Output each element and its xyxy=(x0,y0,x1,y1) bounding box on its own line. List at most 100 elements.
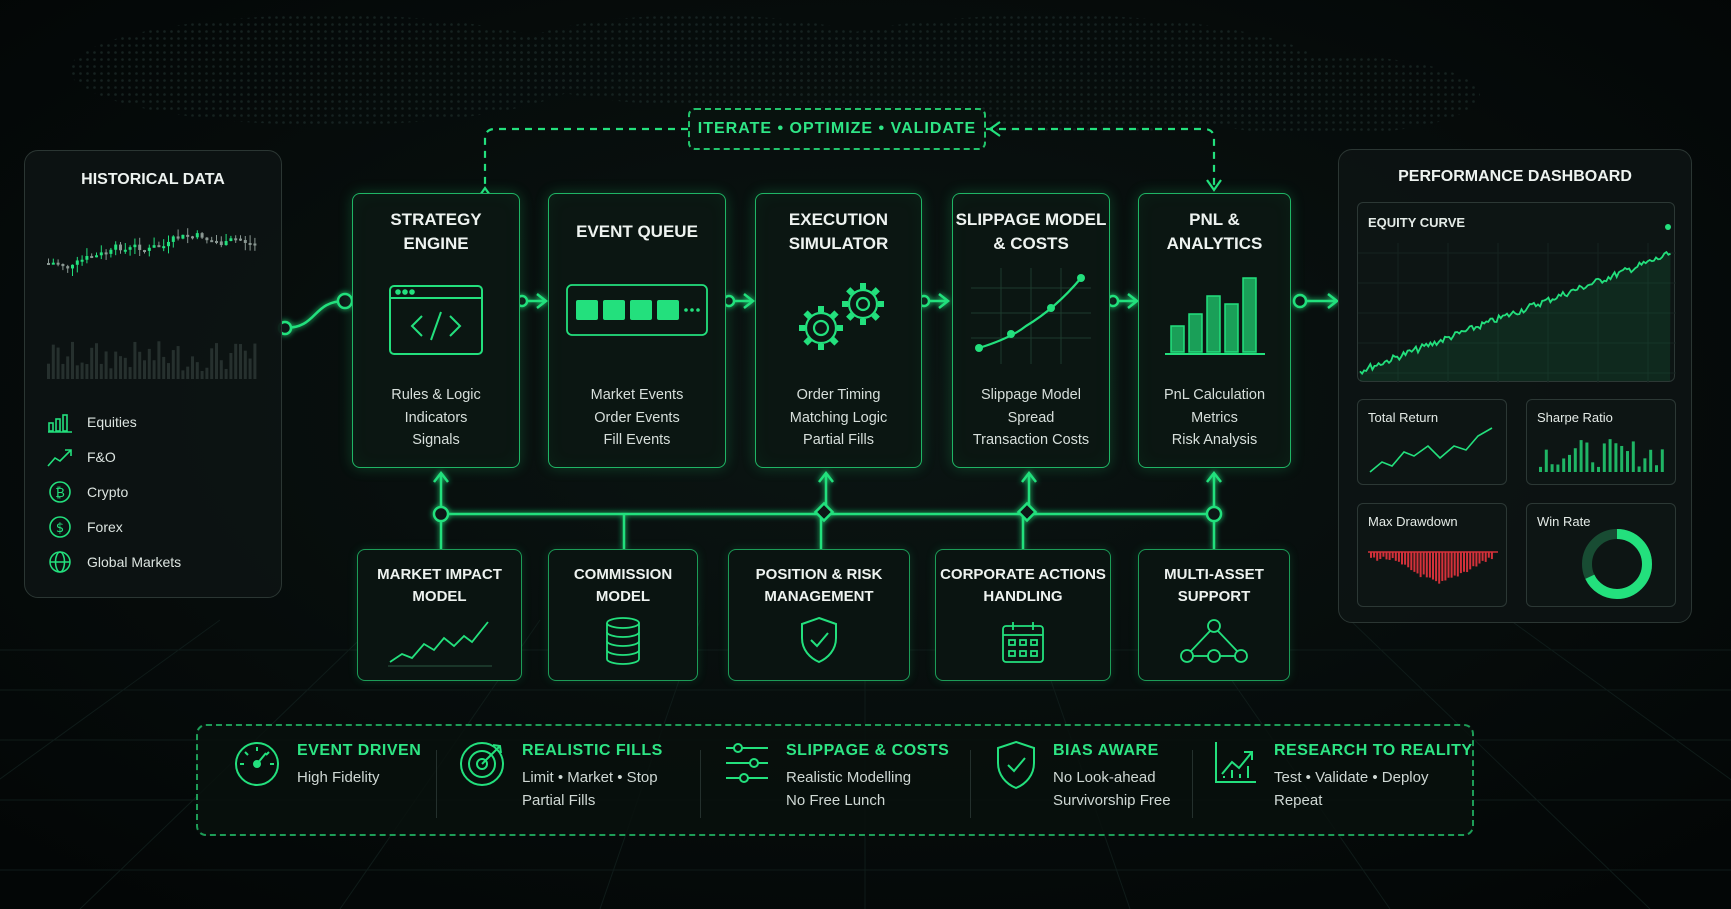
equity-grid xyxy=(1358,243,1676,383)
equity-line xyxy=(1359,250,1671,376)
box-line: Slippage Model xyxy=(981,387,1081,403)
card-label: Sharpe Ratio xyxy=(1537,410,1613,425)
box-title: MULTI-ASSET SUPPORT xyxy=(1164,566,1264,605)
sliders-icon xyxy=(726,743,768,783)
feature-line: Survivorship Free xyxy=(1053,792,1171,809)
code-window-icon xyxy=(389,285,483,355)
feature-title: EVENT DRIVEN xyxy=(297,742,422,759)
feature-line: Test • Validate • Deploy xyxy=(1274,769,1429,786)
feature-research-to-reality: RESEARCH TO REALITY Test • Validate • De… xyxy=(1214,740,1473,812)
box-line: Risk Analysis xyxy=(1171,432,1258,448)
box-title: SLIPPAGE MODEL & COSTS xyxy=(955,210,1107,253)
total-return-card: Total Return xyxy=(1357,399,1507,485)
asset-crypto: ₿ Crypto xyxy=(47,479,128,505)
globe-icon xyxy=(49,551,71,573)
corporate-actions-box: CORPORATE ACTIONS HANDLING xyxy=(935,549,1111,681)
shield-check-icon xyxy=(801,616,837,664)
line-chart-icon xyxy=(387,621,492,667)
feature-title: BIAS AWARE xyxy=(1053,742,1159,759)
equity-curve-chart xyxy=(1358,224,1676,383)
dashboard-title: PERFORMANCE DASHBOARD xyxy=(1398,168,1632,185)
feature-line: Realistic Modelling xyxy=(786,769,912,786)
bitcoin-icon: ₿ xyxy=(49,481,71,503)
box-title: COMMISSION MODEL xyxy=(573,566,673,605)
asset-global: Global Markets xyxy=(47,549,181,575)
sharpe-bars xyxy=(1539,439,1664,472)
curve-chart-icon xyxy=(971,268,1091,364)
box-title: STRATEGY ENGINE xyxy=(390,210,482,253)
svg-text:₿: ₿ xyxy=(55,486,65,501)
asset-label: Equities xyxy=(87,414,137,430)
gears-icon xyxy=(798,283,884,350)
divider xyxy=(700,750,701,818)
bar-chart-icon xyxy=(1164,277,1265,355)
drawdown-bar-group xyxy=(1370,552,1493,584)
performance-dashboard-panel: PERFORMANCE DASHBOARD EQUITY CURVE Total… xyxy=(1338,149,1692,623)
card-label: Total Return xyxy=(1368,410,1439,425)
target-icon xyxy=(460,742,504,786)
queue-icon xyxy=(566,284,708,336)
box-lines: Order Timing Matching Logic Partial Fill… xyxy=(756,384,921,452)
win-rate-card: Win Rate xyxy=(1526,503,1676,607)
box-line: Metrics xyxy=(1191,409,1238,426)
feature-line: High Fidelity xyxy=(297,769,380,786)
box-title: EVENT QUEUE xyxy=(576,222,698,241)
asset-label: F&O xyxy=(87,449,116,465)
box-line: Order Events xyxy=(594,409,680,426)
box-title: POSITION & RISK MANAGEMENT xyxy=(755,566,883,605)
feature-slippage-costs: SLIPPAGE & COSTS Realistic Modelling No … xyxy=(724,740,949,812)
asset-forex: $ Forex xyxy=(47,514,123,540)
historical-data-panel: HISTORICAL DATA Equities F&O ₿ Crypto $ … xyxy=(24,150,282,598)
divider xyxy=(1192,750,1193,818)
iterate-loop-label: ITERATE • OPTIMIZE • VALIDATE xyxy=(688,108,986,150)
feature-title: REALISTIC FILLS xyxy=(522,742,663,759)
feature-title: SLIPPAGE & COSTS xyxy=(786,742,950,759)
feature-line: Limit • Market • Stop xyxy=(522,769,658,786)
calendar-icon xyxy=(1002,622,1044,663)
box-line: Spread xyxy=(1007,409,1055,426)
slippage-model-box: SLIPPAGE MODEL & COSTS Slippage Model Sp… xyxy=(952,193,1110,468)
feature-line: Partial Fills xyxy=(522,792,596,809)
box-lines: Rules & Logic Indicators Signals xyxy=(353,384,519,452)
box-title: CORPORATE ACTIONS HANDLING xyxy=(940,566,1106,605)
box-line: Rules & Logic xyxy=(391,387,481,403)
world-map-dots xyxy=(70,15,1480,135)
box-line: Fill Events xyxy=(603,432,671,448)
network-icon xyxy=(1180,619,1248,663)
box-lines: Market Events Order Events Fill Events xyxy=(549,384,725,452)
box-title: MARKET IMPACT MODEL xyxy=(377,566,502,605)
box-line: PnL Calculation xyxy=(1163,387,1266,403)
position-risk-management-box: POSITION & RISK MANAGEMENT xyxy=(728,549,910,681)
divider xyxy=(436,750,437,818)
historical-data-title: HISTORICAL DATA xyxy=(81,171,225,188)
drawdown-bars xyxy=(1368,551,1498,584)
feature-line: No Free Lunch xyxy=(786,792,886,809)
box-line: Order Timing xyxy=(796,387,881,403)
event-queue-box: EVENT QUEUE Market Events Order Events F… xyxy=(548,193,726,468)
coin-stack-icon xyxy=(606,617,640,665)
box-line: Indicators xyxy=(404,409,468,426)
feature-title: RESEARCH TO REALITY xyxy=(1274,742,1473,759)
box-line: Transaction Costs xyxy=(972,432,1090,448)
candles xyxy=(47,228,257,379)
equity-curve-label: EQUITY CURVE xyxy=(1368,215,1466,230)
divider xyxy=(970,750,971,818)
box-title: PNL & ANALYTICS xyxy=(1166,210,1263,253)
bar-chart-icon xyxy=(48,414,72,433)
box-line: Matching Logic xyxy=(789,409,888,426)
box-line: Signals xyxy=(412,432,460,448)
asset-label: Crypto xyxy=(87,484,129,500)
max-drawdown-card: Max Drawdown xyxy=(1357,503,1507,607)
dollar-icon: $ xyxy=(49,516,71,538)
box-line: Market Events xyxy=(590,387,684,403)
pnl-analytics-box: PNL & ANALYTICS PnL Calculation Metrics … xyxy=(1138,193,1291,468)
equity-area xyxy=(1360,252,1671,381)
box-line: Partial Fills xyxy=(803,432,874,448)
total-return-sparkline xyxy=(1369,427,1493,473)
equity-curve-card: EQUITY CURVE xyxy=(1357,202,1676,383)
equity-end-dot xyxy=(1665,224,1671,230)
svg-text:$: $ xyxy=(56,521,64,536)
feature-realistic-fills: REALISTIC FILLS Limit • Market • Stop Pa… xyxy=(458,740,663,812)
asset-equities: Equities xyxy=(47,409,137,435)
multi-asset-support-box: MULTI-ASSET SUPPORT xyxy=(1138,549,1290,681)
